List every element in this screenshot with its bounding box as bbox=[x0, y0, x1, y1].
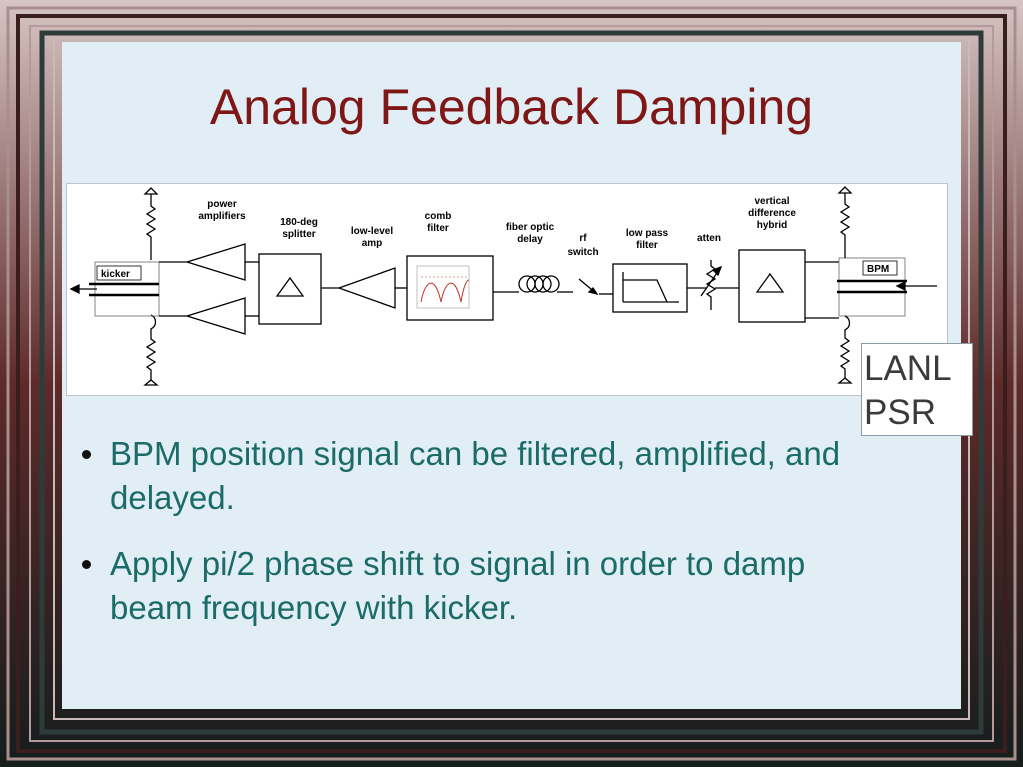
bullet-text: Apply pi/2 phase shift to signal in orde… bbox=[110, 545, 806, 626]
splitter-block bbox=[258, 253, 322, 325]
badge-line-2: PSR bbox=[864, 393, 936, 432]
right-bottom-resistor bbox=[837, 315, 853, 384]
low-level-amp-label-2: amp bbox=[362, 238, 383, 249]
kicker-plates bbox=[69, 261, 160, 317]
rf-switch bbox=[578, 278, 613, 296]
rf-switch-label-1: rf bbox=[579, 233, 587, 244]
bpm-plates bbox=[837, 257, 937, 317]
right-top-resistor bbox=[837, 186, 853, 258]
bullet-dot-icon bbox=[82, 450, 91, 459]
comb-filter-block bbox=[406, 255, 494, 321]
block-diagram-svg: kicker BPM power amplifiers 180-deg spli… bbox=[69, 186, 937, 386]
kicker-label: kicker bbox=[101, 269, 130, 280]
bullet-list: BPM position signal can be filtered, amp… bbox=[82, 432, 882, 652]
slide-title: Analog Feedback Damping bbox=[209, 79, 814, 135]
left-bottom-resistor bbox=[143, 314, 159, 386]
comb-filter-label-1: comb bbox=[425, 211, 452, 222]
lanl-psr-badge: LANL PSR bbox=[861, 343, 973, 436]
low-level-amp bbox=[337, 267, 396, 309]
hybrid-label-3: hybrid bbox=[757, 220, 788, 231]
badge-line-1: LANL bbox=[864, 349, 952, 388]
attenuator bbox=[700, 260, 723, 310]
low-pass-filter-label-2: filter bbox=[636, 240, 658, 251]
bullet-item: Apply pi/2 phase shift to signal in orde… bbox=[82, 542, 882, 630]
power-amplifiers-label-1: power bbox=[207, 199, 237, 210]
low-level-amp-label-1: low-level bbox=[351, 226, 393, 237]
bpm-label: BPM bbox=[867, 264, 889, 275]
splitter-label-1: 180-deg bbox=[280, 217, 318, 228]
power-amplifier-bottom bbox=[184, 297, 246, 335]
low-pass-filter-block bbox=[612, 263, 688, 313]
bullet-item: BPM position signal can be filtered, amp… bbox=[82, 432, 882, 520]
fiber-optic-delay-coil bbox=[518, 275, 560, 293]
comb-filter-curve bbox=[420, 279, 470, 303]
left-top-resistor bbox=[143, 187, 159, 260]
splitter-label-2: splitter bbox=[282, 229, 315, 240]
bullet-dot-icon bbox=[82, 560, 91, 569]
feedback-block-diagram: kicker BPM power amplifiers 180-deg spli… bbox=[66, 183, 948, 396]
low-pass-filter-label-1: low pass bbox=[626, 228, 669, 239]
power-amplifiers-label-2: amplifiers bbox=[198, 211, 246, 222]
rf-switch-label-2: switch bbox=[567, 247, 598, 258]
hybrid-label-1: vertical bbox=[754, 196, 789, 207]
hybrid-label-2: difference bbox=[748, 208, 796, 219]
comb-filter-label-2: filter bbox=[427, 223, 449, 234]
hybrid-block bbox=[738, 249, 806, 323]
power-amplifier-top bbox=[184, 243, 246, 281]
fiber-optic-delay-label-2: delay bbox=[517, 234, 543, 245]
atten-label: atten bbox=[697, 233, 721, 244]
fiber-optic-delay-label-1: fiber optic bbox=[506, 222, 555, 233]
bullet-text: BPM position signal can be filtered, amp… bbox=[110, 435, 841, 516]
